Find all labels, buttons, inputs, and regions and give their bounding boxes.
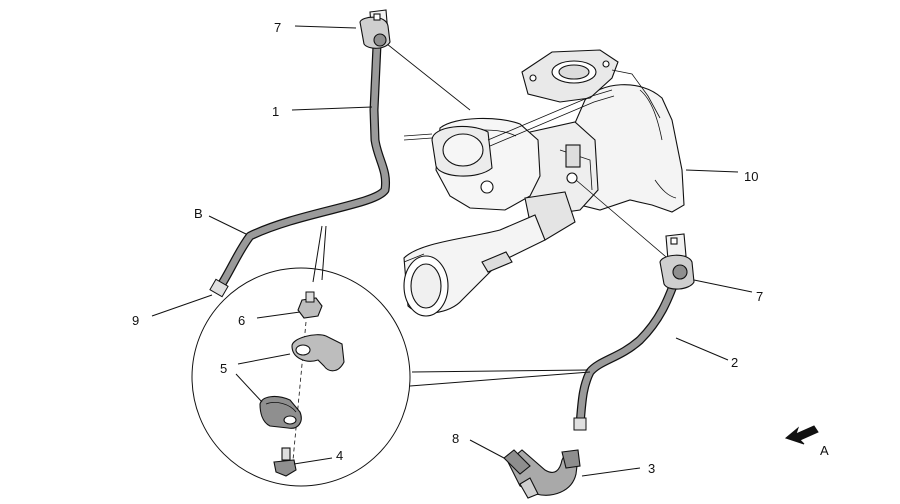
nut	[297, 291, 323, 319]
bolt	[273, 447, 297, 477]
pipe-bracket-lower	[259, 395, 302, 429]
leader-lines	[151, 25, 753, 477]
pipe-bracket-upper	[291, 334, 345, 372]
detail-magnifier-circle	[191, 267, 411, 487]
return-hose	[503, 449, 581, 499]
turbocharger	[403, 49, 685, 317]
sensor-pin	[481, 251, 513, 273]
callout-6: 6	[238, 313, 245, 328]
view-direction-arrow	[784, 425, 819, 445]
oil-return-pipe	[573, 273, 681, 431]
callout-B: B	[194, 206, 203, 221]
callout-5: 5	[220, 361, 227, 376]
callout-2: 2	[731, 355, 738, 370]
banjo-fitting-right	[659, 233, 695, 290]
callout-1: 1	[272, 104, 279, 119]
callout-3: 3	[648, 461, 655, 476]
callout-A: A	[820, 443, 829, 458]
callout-9: 9	[132, 313, 139, 328]
banjo-fitting-top	[359, 9, 391, 49]
oil-feed-pipe	[209, 40, 391, 298]
callout-4: 4	[336, 448, 343, 463]
pipe-end-fitting	[209, 278, 229, 298]
callout-7-top: 7	[274, 20, 281, 35]
callout-10: 10	[744, 169, 758, 184]
callout-8: 8	[452, 431, 459, 446]
callout-7-right: 7	[756, 289, 763, 304]
